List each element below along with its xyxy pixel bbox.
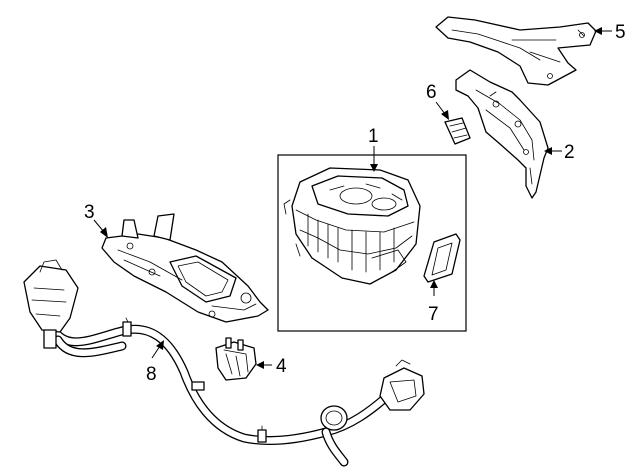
- shield-plate-part: [101, 213, 269, 323]
- callout-label-1: 1: [368, 126, 379, 147]
- callout-1: 1: [368, 126, 379, 172]
- callout-label-7: 7: [428, 304, 439, 325]
- callout-2: 2: [544, 142, 575, 163]
- callout-label-6: 6: [426, 82, 437, 103]
- callout-label-4: 4: [276, 356, 287, 377]
- callout-5: 5: [594, 22, 626, 43]
- callout-label-2: 2: [564, 142, 575, 163]
- small-plate-part: [444, 117, 471, 145]
- seal-gasket-part: [423, 233, 461, 283]
- callout-label-8: 8: [146, 364, 157, 385]
- mounting-bracket-part: [455, 69, 549, 199]
- callout-3: 3: [84, 202, 108, 238]
- upper-bracket-part: [435, 16, 597, 86]
- inverter-part: [283, 167, 421, 285]
- callout-label-3: 3: [84, 202, 95, 223]
- callout-6: 6: [426, 82, 449, 120]
- callout-4: 4: [256, 356, 287, 377]
- callout-label-5: 5: [615, 22, 626, 43]
- connector-block-part: [215, 337, 257, 381]
- callout-7: 7: [428, 280, 439, 325]
- cable-harness-part: [23, 259, 425, 467]
- callout-8: 8: [146, 340, 164, 385]
- inverter-frame: [277, 154, 467, 332]
